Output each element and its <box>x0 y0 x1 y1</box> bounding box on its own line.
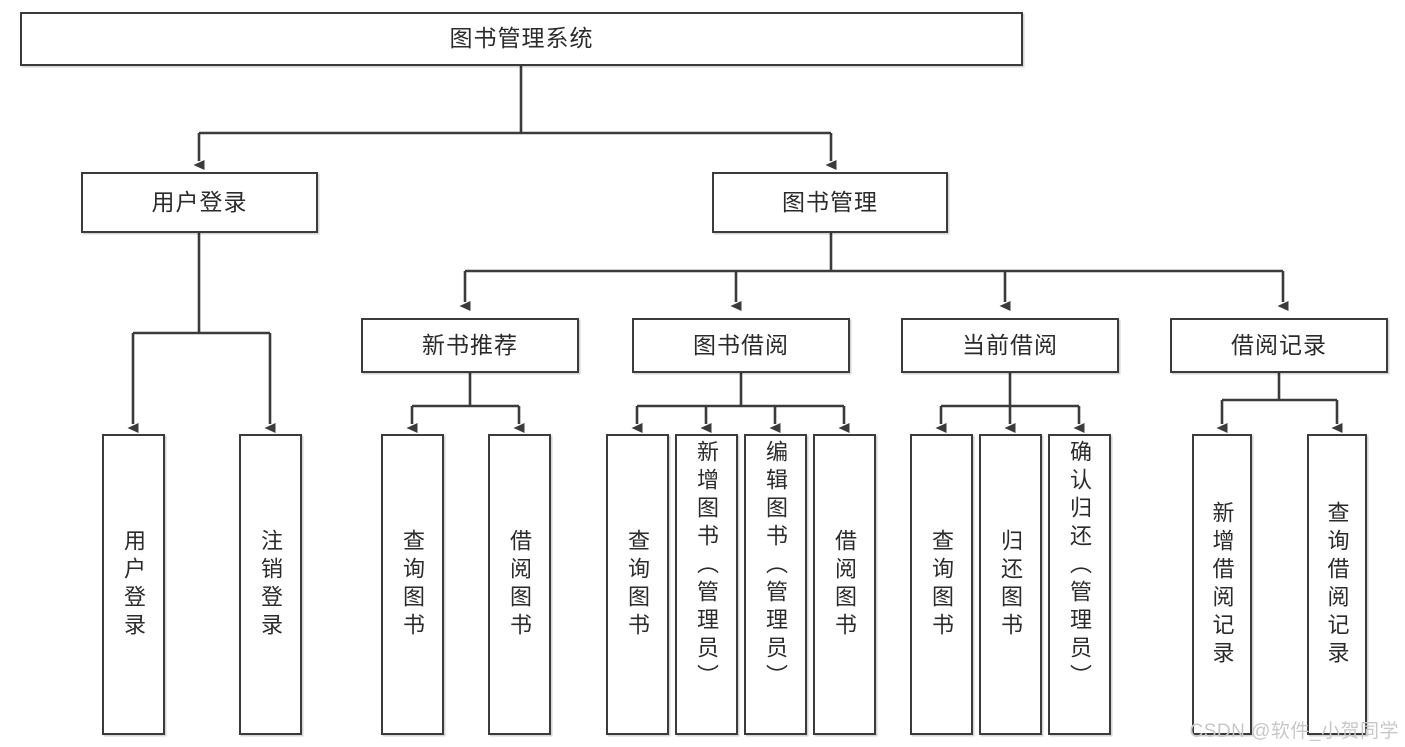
leaf-book-borrow-2[interactable]: 新增图书（管理员） <box>675 434 738 735</box>
node-book-manage[interactable]: 图书管理 <box>712 172 948 233</box>
leaf-book-borrow-1-label: 查询图书 <box>625 528 651 641</box>
leaf-user-login-2-label: 注销登录 <box>258 528 284 641</box>
leaf-borrow-record-2-label: 查询借阅记录 <box>1324 500 1350 669</box>
leaf-book-borrow-3[interactable]: 编辑图书（管理员） <box>744 434 807 735</box>
leaf-book-borrow-3-label: 编辑图书（管理员） <box>763 440 789 692</box>
node-borrow-record[interactable]: 借阅记录 <box>1170 318 1388 373</box>
node-book-manage-label: 图书管理 <box>782 188 878 215</box>
leaf-current-borrow-2[interactable]: 归还图书 <box>979 434 1042 735</box>
leaf-new-book-2-label: 借阅图书 <box>507 528 533 641</box>
node-book-borrow[interactable]: 图书借阅 <box>632 318 850 373</box>
leaf-book-borrow-4[interactable]: 借阅图书 <box>813 434 876 735</box>
node-root-label: 图书管理系统 <box>449 25 594 52</box>
leaf-current-borrow-2-label: 归还图书 <box>998 528 1024 641</box>
node-root[interactable]: 图书管理系统 <box>20 12 1023 66</box>
csdn-watermark: CSDN @软件_小贺同学 <box>1189 721 1399 742</box>
leaf-user-login-1-label: 用户登录 <box>121 528 147 641</box>
node-current-borrow[interactable]: 当前借阅 <box>901 318 1119 373</box>
leaf-borrow-record-1-label: 新增借阅记录 <box>1209 500 1235 669</box>
leaf-user-login-1[interactable]: 用户登录 <box>102 434 165 735</box>
leaf-new-book-1[interactable]: 查询图书 <box>381 434 444 735</box>
leaf-user-login-2[interactable]: 注销登录 <box>239 434 302 735</box>
leaf-current-borrow-3-label: 确认归还（管理员） <box>1067 440 1093 692</box>
leaf-borrow-record-1[interactable]: 新增借阅记录 <box>1192 434 1252 735</box>
leaf-book-borrow-4-label: 借阅图书 <box>832 528 858 641</box>
leaf-borrow-record-2[interactable]: 查询借阅记录 <box>1307 434 1367 735</box>
leaf-current-borrow-1[interactable]: 查询图书 <box>910 434 973 735</box>
node-user-login-label: 用户登录 <box>151 188 248 215</box>
node-new-book-recommend[interactable]: 新书推荐 <box>361 318 579 373</box>
leaf-new-book-2[interactable]: 借阅图书 <box>488 434 551 735</box>
leaf-book-borrow-1[interactable]: 查询图书 <box>606 434 669 735</box>
leaf-new-book-1-label: 查询图书 <box>400 528 426 641</box>
leaf-current-borrow-1-label: 查询图书 <box>929 528 955 641</box>
node-borrow-record-label: 借阅记录 <box>1231 331 1327 358</box>
node-new-book-recommend-label: 新书推荐 <box>422 331 518 358</box>
node-book-borrow-label: 图书借阅 <box>693 331 789 358</box>
leaf-current-borrow-3[interactable]: 确认归还（管理员） <box>1048 434 1111 735</box>
leaf-book-borrow-2-label: 新增图书（管理员） <box>694 440 720 692</box>
node-current-borrow-label: 当前借阅 <box>962 331 1058 358</box>
node-user-login[interactable]: 用户登录 <box>81 172 318 233</box>
